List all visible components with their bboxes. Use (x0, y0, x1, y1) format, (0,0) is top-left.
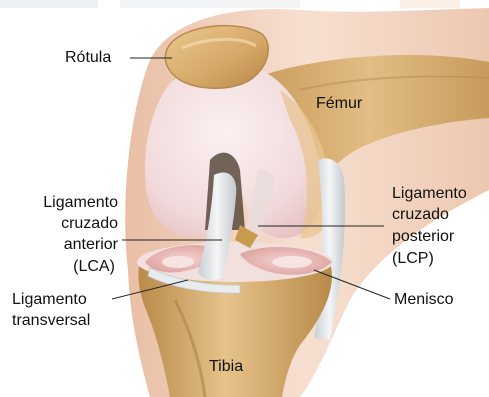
label-lca-line4: (LCA) (64, 257, 124, 277)
label-rotula: Rótula (65, 48, 111, 68)
label-lca-line3: anterior (64, 235, 118, 255)
label-lca-line1: Ligamento (43, 193, 118, 213)
label-femur: Fémur (316, 94, 362, 114)
label-lca-line2: cruzado (61, 214, 118, 234)
label-lcp-line3: posterior (392, 227, 454, 247)
label-lcp-line2: cruzado (392, 205, 449, 225)
label-lcp-line4: (LCP) (392, 249, 434, 269)
label-lcp-line1: Ligamento (392, 184, 467, 204)
label-transversal-line2: transversal (12, 311, 90, 331)
label-transversal-line1: Ligamento (12, 290, 87, 310)
label-menisco: Menisco (394, 290, 454, 310)
label-tibia: Tibia (209, 357, 243, 377)
